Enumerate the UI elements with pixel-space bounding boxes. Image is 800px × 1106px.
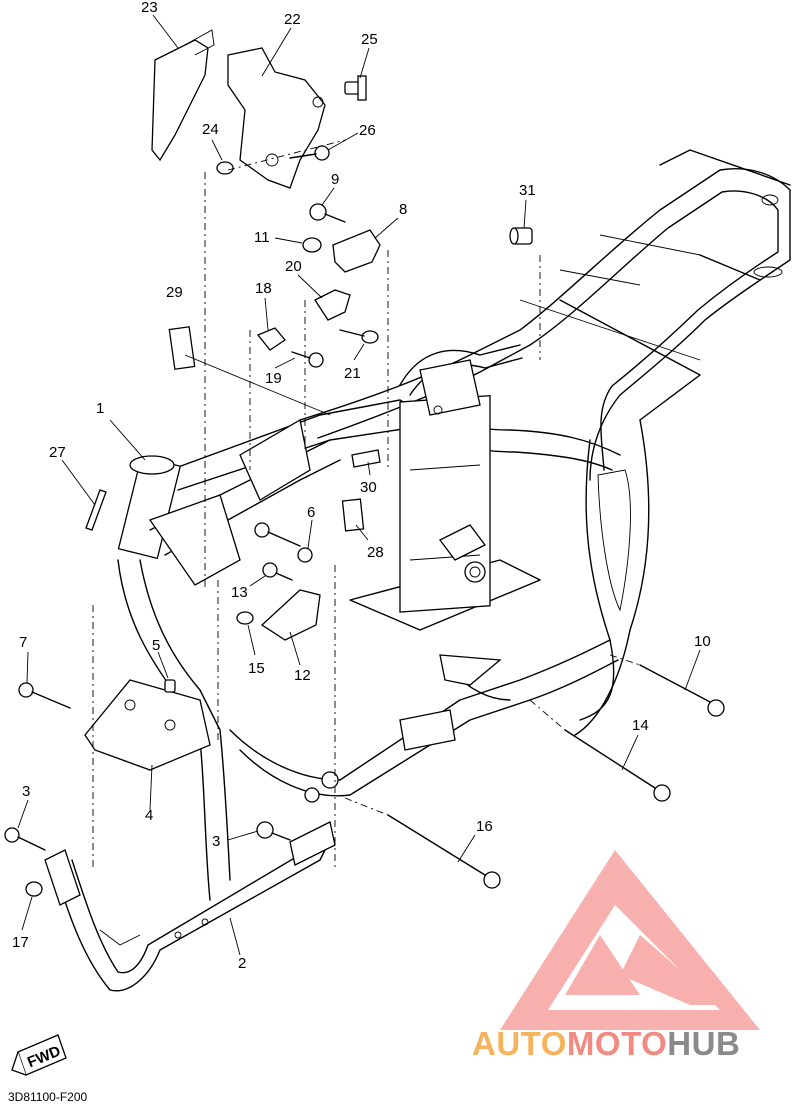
bolt-25 — [344, 75, 367, 101]
callout-numbers: 23 22 25 24 26 9 8 31 11 20 18 29 21 19 … — [12, 0, 711, 972]
callout-24: 24 — [202, 121, 219, 138]
label-28 — [341, 498, 365, 532]
callout-6: 6 — [307, 504, 315, 521]
label-30 — [351, 449, 381, 468]
bolt-19 — [291, 351, 324, 368]
bolt-3-lower — [256, 821, 291, 841]
watermark-text-hub: HUB — [667, 1025, 741, 1062]
callout-30: 30 — [360, 479, 377, 496]
watermark-text-auto: AUTO — [472, 1025, 567, 1062]
callout-18: 18 — [255, 280, 272, 297]
strip-27 — [85, 489, 107, 531]
callout-23: 23 — [141, 0, 158, 16]
main-frame — [117, 149, 791, 901]
callout-19: 19 — [265, 370, 282, 387]
callout-12: 12 — [294, 667, 311, 684]
callout-25: 25 — [361, 31, 378, 48]
watermark-text: AUTOMOTOHUB — [472, 1025, 740, 1063]
washer-24 — [216, 161, 234, 175]
bolt-3-upper — [4, 827, 46, 851]
leader-lines — [17, 14, 701, 956]
callout-3-right: 3 — [212, 833, 220, 850]
engine-bracket-4 — [84, 679, 211, 771]
callout-29: 29 — [166, 284, 183, 301]
long-bolt-16 — [387, 814, 501, 889]
side-cover-part-22 — [227, 47, 326, 189]
callout-21: 21 — [344, 365, 361, 382]
bracket-8 — [332, 229, 381, 273]
callout-17: 17 — [12, 934, 29, 951]
callout-9: 9 — [331, 171, 339, 188]
bolt-6 — [254, 522, 313, 563]
callout-7: 7 — [19, 634, 27, 651]
callout-28: 28 — [367, 544, 384, 561]
long-bolt-10 — [639, 664, 725, 717]
callout-3-left: 3 — [22, 783, 30, 800]
callout-15: 15 — [248, 660, 265, 677]
nut-15 — [236, 611, 254, 625]
down-tube-part — [44, 821, 336, 992]
bracket-12 — [260, 589, 321, 641]
callout-1: 1 — [96, 400, 104, 417]
bolt-21 — [339, 329, 379, 344]
callout-13: 13 — [231, 584, 248, 601]
side-cover-part — [151, 39, 209, 162]
callout-20: 20 — [285, 258, 302, 275]
callout-22: 22 — [284, 11, 301, 28]
callout-14: 14 — [632, 717, 649, 734]
nut-11 — [302, 237, 322, 253]
callout-26: 26 — [359, 122, 376, 139]
callout-27: 27 — [49, 444, 66, 461]
bolt-13 — [262, 562, 293, 581]
callout-11: 11 — [254, 229, 270, 246]
alignment-lines — [92, 139, 641, 870]
bracket-20 — [314, 289, 351, 321]
callout-16: 16 — [476, 818, 493, 835]
long-bolt-14 — [564, 729, 671, 802]
drawing-code: 3D81100-F200 — [8, 1090, 88, 1104]
label-29 — [168, 326, 196, 370]
callout-4: 4 — [145, 807, 153, 824]
watermark-logo-icon — [500, 850, 760, 1030]
fwd-arrow-icon: FWD — [11, 1034, 67, 1076]
nut-17 — [25, 881, 43, 897]
bushing-31 — [509, 227, 533, 245]
bracket-18 — [256, 327, 286, 351]
callout-2: 2 — [238, 955, 246, 972]
bolt-5 — [164, 679, 176, 693]
callout-5: 5 — [152, 637, 160, 654]
watermark-text-moto: MOTO — [566, 1025, 668, 1062]
bolt-7 — [18, 682, 71, 709]
callout-31: 31 — [519, 182, 536, 199]
bolt-9 — [309, 203, 346, 223]
callout-8: 8 — [399, 201, 407, 218]
callout-10: 10 — [694, 633, 711, 650]
